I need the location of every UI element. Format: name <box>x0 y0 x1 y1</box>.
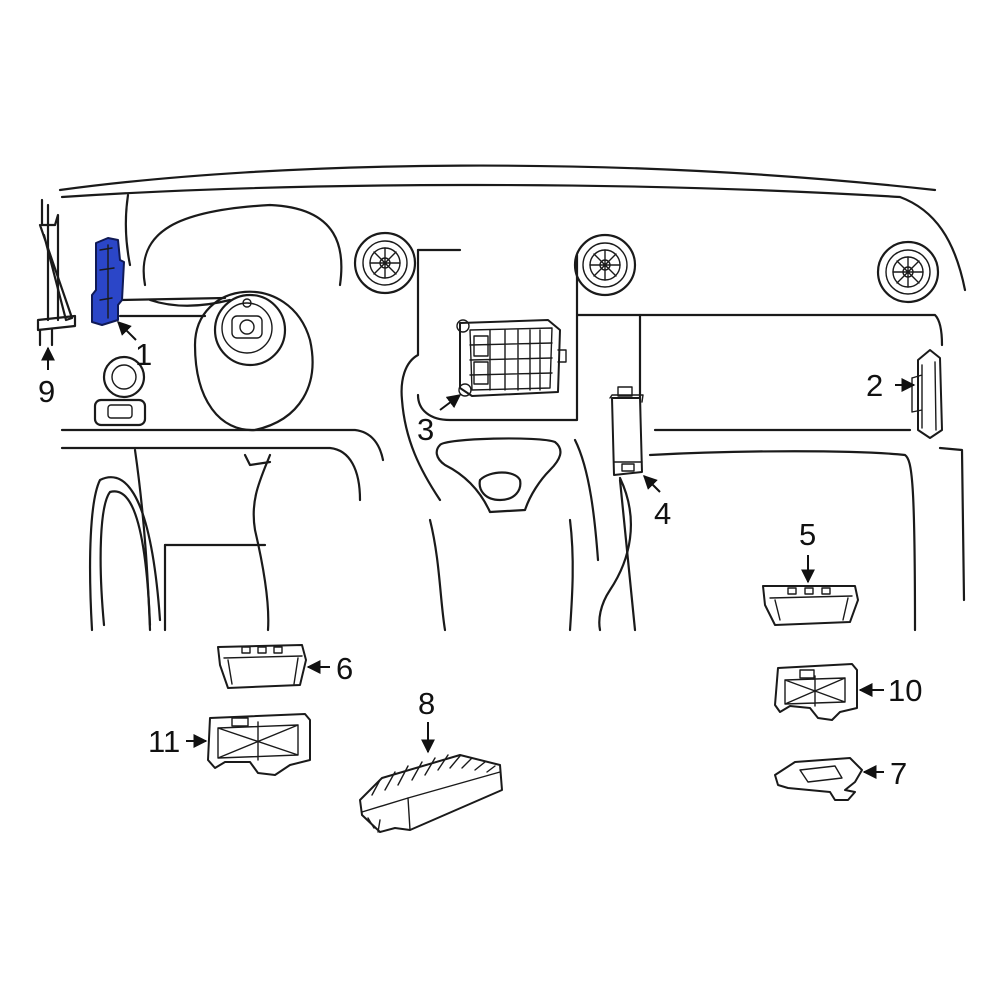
part-9-bracket <box>36 198 77 347</box>
arrow-4 <box>643 475 661 493</box>
part-5-module <box>762 585 859 626</box>
callout-11: 11 <box>148 724 180 759</box>
callout-labels: 1 2 3 4 5 6 7 8 9 10 11 <box>38 337 922 791</box>
callout-3: 3 <box>417 412 434 447</box>
part-11-bracket <box>207 713 311 776</box>
part-4-control-unit <box>609 386 644 476</box>
part-6-module <box>217 644 307 689</box>
part-2-side-module <box>911 349 943 439</box>
callout-8: 8 <box>418 686 435 721</box>
callout-4: 4 <box>654 496 671 531</box>
callout-7: 7 <box>890 756 907 791</box>
dashboard-outline <box>58 164 967 632</box>
part-8-module <box>359 754 503 833</box>
part-3-fuse-box <box>456 319 567 397</box>
arrow-1 <box>117 321 137 341</box>
callout-2: 2 <box>866 368 883 403</box>
callout-10: 10 <box>888 673 922 708</box>
callout-1: 1 <box>135 337 152 372</box>
part-10-bracket <box>774 663 858 721</box>
part-7-module <box>774 757 863 801</box>
part-1-module <box>91 237 125 326</box>
leader-arrows <box>41 321 916 779</box>
callout-6: 6 <box>336 651 353 686</box>
arrow-3 <box>439 394 462 411</box>
callout-5: 5 <box>799 517 816 552</box>
callout-9: 9 <box>38 374 55 409</box>
